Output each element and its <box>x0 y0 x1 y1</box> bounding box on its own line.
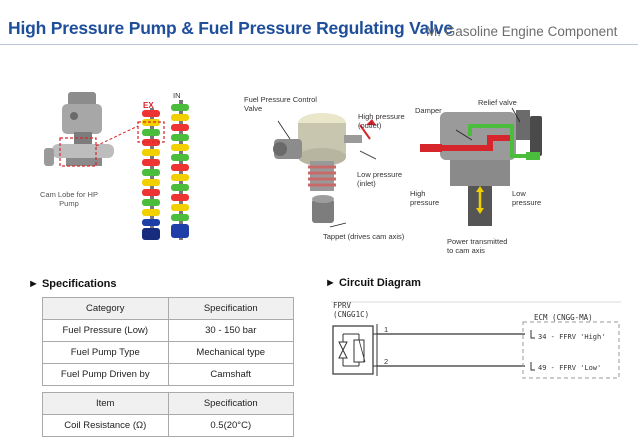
table-row: Fuel Pump Driven by Camshaft <box>42 363 294 386</box>
pin-1-label: 1 <box>384 325 389 334</box>
table-row: Fuel Pump Type Mechanical type <box>42 341 294 364</box>
spec-cell: Fuel Pressure (Low) <box>42 319 169 342</box>
coil-cell: 0.5(20°C) <box>167 414 294 437</box>
high-pressure-label: High pressure <box>410 189 440 207</box>
page-subtitle: M. Gasoline Engine Component <box>426 24 618 39</box>
coil-table-header: Item Specification <box>42 392 294 415</box>
spec-cell: Fuel Pump Driven by <box>42 363 169 386</box>
fprv-title: FPRV (CNGG1C) <box>333 301 370 319</box>
fpcv-label: Fuel Pressure Control Valve <box>244 95 317 113</box>
ex-label: EX <box>143 101 154 110</box>
in-label: IN <box>173 91 181 100</box>
hp-pump-image <box>273 113 362 223</box>
coil-header-item: Item <box>42 392 169 415</box>
spec-cell: Fuel Pump Type <box>42 341 169 364</box>
table-row: Coil Resistance (Ω) 0.5(20°C) <box>42 414 294 437</box>
ecm-title: ECM (CNGG-MA) <box>534 313 593 322</box>
coil-header-specification: Specification <box>167 392 294 415</box>
pump-cross-section <box>420 107 542 226</box>
low-pressure-label: Low pressure <box>512 189 542 207</box>
cam-lobe-highlight <box>59 137 97 167</box>
circuit-diagram <box>331 301 621 379</box>
table-row: Fuel Pressure (Low) 30 - 150 bar <box>42 319 294 342</box>
page-title: High Pressure Pump & Fuel Pressure Regul… <box>8 18 453 38</box>
ecm-box <box>522 321 620 379</box>
pin-2-label: 2 <box>384 357 389 366</box>
relief-valve-label: Relief valve <box>478 98 517 107</box>
coil-cell: Coil Resistance (Ω) <box>42 414 169 437</box>
specifications-heading: ► Specifications <box>28 278 117 290</box>
solenoid-symbol <box>338 333 366 367</box>
damper-label: Damper <box>415 106 442 115</box>
spec-header-specification: Specification <box>167 297 294 320</box>
pump-image <box>44 92 114 166</box>
hp-pump-figure <box>273 113 377 228</box>
cross-section-image <box>420 107 542 226</box>
lp-inlet-label: Low pressure (inlet) <box>357 170 403 188</box>
coil-table: Item Specification Coil Resistance (Ω) 0… <box>42 392 294 437</box>
cam-lobe-figure <box>44 92 189 240</box>
spec-cell: 30 - 150 bar <box>167 319 294 342</box>
ecm-pin-2-label: 49 - FFRV 'Low' <box>538 364 602 372</box>
ex-highlight <box>137 121 165 143</box>
hp-outlet-label: High pressure (outlet) <box>358 112 405 130</box>
title-divider <box>0 44 638 45</box>
spec-cell: Mechanical type <box>167 341 294 364</box>
cam-lobe-label: Cam Lobe for HP Pump <box>40 190 98 208</box>
ecm-pin-1-label: 34 - FFRV 'High' <box>538 333 606 341</box>
in-camshaft <box>171 100 189 240</box>
tappet-label: Tappet (drives cam axis) <box>323 232 405 241</box>
spec-cell: Camshaft <box>167 363 294 386</box>
spec-table: Category Specification Fuel Pressure (Lo… <box>42 297 294 386</box>
power-transmitted-label: Power transmitted to cam axis <box>447 237 508 255</box>
fprv-box <box>332 325 374 375</box>
ex-camshaft <box>142 108 160 240</box>
circuit-diagram-heading: ► Circuit Diagram <box>325 277 421 289</box>
spec-header-category: Category <box>42 297 169 320</box>
spec-table-header: Category Specification <box>42 297 294 320</box>
